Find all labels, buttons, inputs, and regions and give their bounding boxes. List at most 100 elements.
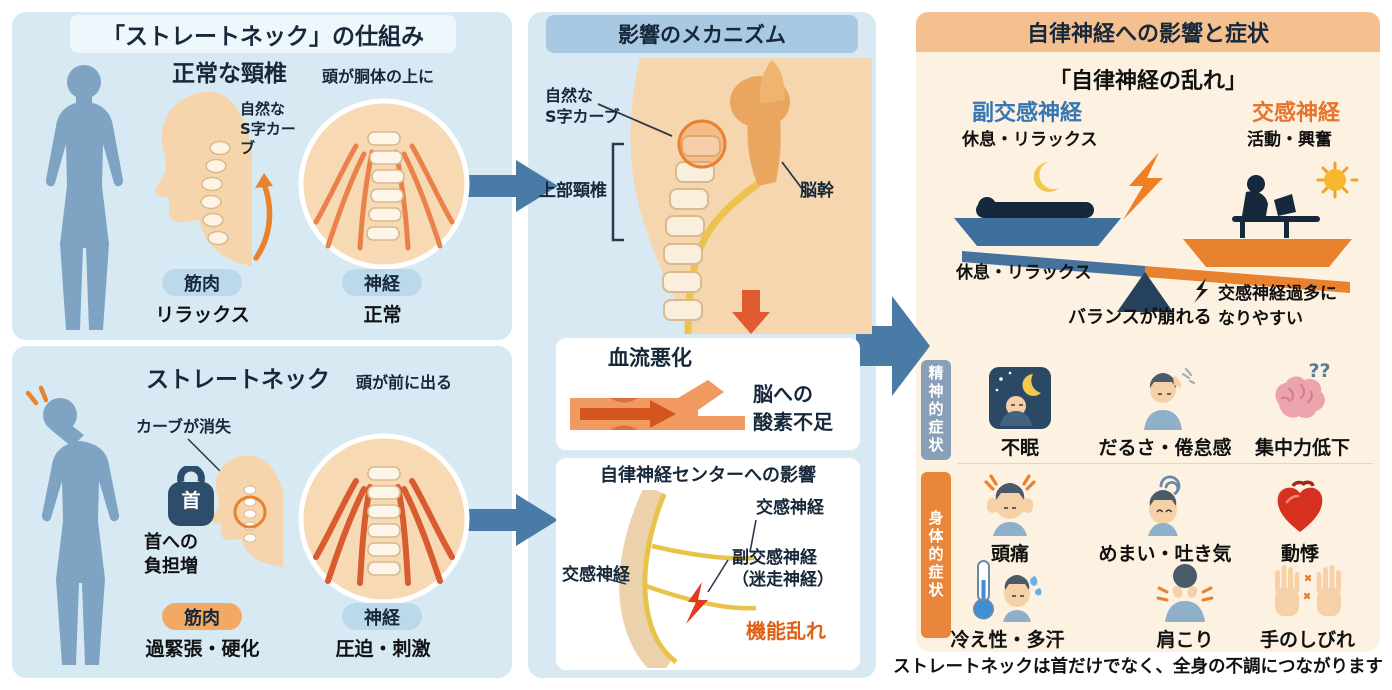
symptom-cold-sweating: 冷え性・多汗 bbox=[935, 556, 1080, 652]
forward-head-posture-figure bbox=[25, 385, 120, 665]
symptom-hand-numbness: 手のしびれ bbox=[1240, 556, 1375, 652]
fulcrum-shape bbox=[1117, 272, 1173, 312]
arrow-mechanism-to-symptoms bbox=[856, 296, 930, 396]
nerve-center-box bbox=[556, 458, 860, 670]
imbalance-label: バランスが崩れる bbox=[1068, 307, 1212, 328]
upper-cervical-highlight bbox=[677, 119, 727, 169]
normal-muscle-state: リラックス bbox=[155, 304, 250, 326]
shoulder-stiffness-icon bbox=[1156, 564, 1214, 622]
flow-arrow-icon bbox=[580, 400, 676, 428]
neck-cross-section-straight bbox=[298, 433, 470, 605]
symptom-label: 手のしびれ bbox=[1259, 629, 1355, 651]
left-panel-title-text: 「ストレートネック」の仕組み bbox=[102, 24, 424, 50]
fatigue-icon bbox=[1144, 367, 1196, 430]
vertebrae-shapes bbox=[662, 135, 721, 321]
symptom-dizziness: めまい・吐き気 bbox=[1090, 470, 1240, 566]
sleeping-person-icon bbox=[976, 202, 1094, 218]
symptom-label: 不眠 bbox=[1000, 437, 1039, 459]
anatomy-s-curve-label: 自然な S字カーブ bbox=[545, 86, 620, 126]
dizziness-icon bbox=[1148, 475, 1181, 536]
normal-heading: 正常な頸椎 bbox=[172, 61, 287, 87]
headache-icon bbox=[984, 474, 1036, 536]
straight-muscle-state: 過緊張・硬化 bbox=[145, 638, 260, 660]
normal-muscle-pill: 筋肉 bbox=[162, 269, 242, 296]
down-arrow-icon bbox=[732, 290, 770, 334]
moon-icon bbox=[1033, 162, 1059, 192]
sympathetic-left-label: 交感神経 bbox=[562, 565, 630, 585]
straight-muscle-pill: 筋肉 bbox=[162, 603, 242, 630]
symptom-insomnia: 不眠 bbox=[950, 364, 1090, 460]
conflict-bolt-icon bbox=[1123, 152, 1163, 220]
symptom-label: 集中力低下 bbox=[1254, 437, 1350, 459]
symptom-label: 冷え性・多汗 bbox=[950, 629, 1065, 651]
left-panel-title: 「ストレートネック」の仕組み bbox=[70, 15, 456, 53]
s-curve-arrow-icon bbox=[253, 173, 273, 261]
parasympathetic-label: 副交感神経 （迷走神経） bbox=[732, 548, 834, 591]
arrow-normal-to-mechanism bbox=[458, 160, 558, 212]
symptom-poor-concentration: ?? 集中力低下 bbox=[1230, 360, 1375, 460]
balance-scale-illustration bbox=[954, 152, 1359, 312]
palpitations-icon bbox=[1277, 480, 1323, 532]
parasympathetic-sub: 休息・リラックス bbox=[962, 130, 1098, 150]
normal-subheading: 頭が胴体の上に bbox=[322, 67, 435, 86]
sympathetic-header: 交感神経 bbox=[1252, 101, 1341, 126]
question-marks: ?? bbox=[1308, 360, 1331, 382]
symptoms-divider bbox=[958, 463, 1373, 464]
oxygen-deficit-caption: 脳への 酸素不足 bbox=[753, 382, 833, 434]
right-panel-title-text: 自律神経への影響と症状 bbox=[1026, 22, 1269, 47]
activity-pan-shape bbox=[1183, 239, 1352, 267]
physical-symptoms-tab: 身体的症状 bbox=[921, 472, 951, 638]
anatomy-brainstem-label: 脳幹 bbox=[800, 181, 834, 201]
neck-weight-label: 首 bbox=[181, 490, 201, 512]
normal-nerve-pill: 神経 bbox=[342, 269, 422, 296]
symptom-label: めまい・吐き気 bbox=[1098, 543, 1232, 565]
rest-state-label: 休息・リラックス bbox=[956, 263, 1092, 283]
dysfunction-label: 機能乱れ bbox=[746, 619, 826, 643]
sun-icon bbox=[1324, 169, 1346, 191]
cold-sweating-icon bbox=[972, 560, 1041, 622]
straight-nerve-pill: 神経 bbox=[342, 603, 422, 630]
middle-panel-title-text: 影響のメカニズム bbox=[618, 23, 786, 47]
symptom-shoulder-stiffness: 肩こり bbox=[1115, 556, 1255, 652]
symptom-fatigue: だるさ・倦怠感 bbox=[1095, 364, 1235, 460]
mental-symptoms-tab: 精神的症状 bbox=[921, 360, 951, 460]
right-panel-title: 自律神経への影響と症状 bbox=[916, 12, 1380, 52]
symptom-palpitations: 動悸 bbox=[1235, 470, 1365, 566]
footer-note: ストレートネックは首だけでなく、全身の不調につながります bbox=[893, 657, 1383, 677]
sympathetic-excess-label: 交感神経過多に なりやすい bbox=[1218, 284, 1337, 329]
neck-weight-icon bbox=[168, 466, 214, 526]
neck-load-label: 首への 負担増 bbox=[144, 532, 198, 578]
symptom-headache: 頭痛 bbox=[940, 470, 1080, 566]
sympathetic-sub: 活動・興奮 bbox=[1247, 130, 1332, 150]
middle-panel-title: 影響のメカニズム bbox=[546, 15, 858, 53]
arrow-straight-to-mechanism bbox=[458, 494, 558, 546]
nerve-center-title: 自律神経センターへの影響 bbox=[600, 465, 816, 486]
upper-cervical-bracket bbox=[611, 142, 624, 242]
symptom-label: 頭痛 bbox=[990, 543, 1029, 565]
straight-curve-label: カーブが消失 bbox=[136, 417, 232, 436]
neck-cross-section-normal bbox=[298, 98, 470, 270]
artery-illustration bbox=[570, 380, 745, 430]
small-bolt-icon bbox=[1194, 278, 1208, 303]
rest-pan-shape bbox=[954, 218, 1121, 246]
symptom-label: 動悸 bbox=[1280, 543, 1319, 565]
nerve-disruption-bolt-icon bbox=[686, 582, 708, 624]
anatomy-upper-cervical-label: 上部頸椎 bbox=[539, 181, 607, 201]
hand-numbness-icon bbox=[1274, 565, 1341, 616]
symptom-label: 肩こり bbox=[1156, 629, 1214, 651]
autonomic-imbalance-subtitle: 「自律神経の乱れ」 bbox=[1048, 69, 1247, 94]
working-person-icon bbox=[1232, 175, 1320, 238]
blood-flow-title: 血流悪化 bbox=[608, 346, 692, 370]
straight-spine-mini-illustration bbox=[211, 455, 283, 567]
poor-concentration-icon bbox=[1274, 376, 1325, 419]
nerve-center-illustration bbox=[603, 490, 757, 668]
straight-nerve-state: 圧迫・刺激 bbox=[335, 638, 431, 660]
symptom-label: だるさ・倦怠感 bbox=[1098, 437, 1232, 459]
straight-heading: ストレートネック bbox=[146, 367, 330, 393]
insomnia-icon bbox=[989, 367, 1051, 429]
normal-posture-figure bbox=[45, 65, 124, 330]
normal-curve-label: 自然な S字カーブ bbox=[240, 100, 296, 157]
strain-marks-icon bbox=[25, 385, 49, 406]
normal-nerve-state: 正常 bbox=[363, 304, 402, 326]
